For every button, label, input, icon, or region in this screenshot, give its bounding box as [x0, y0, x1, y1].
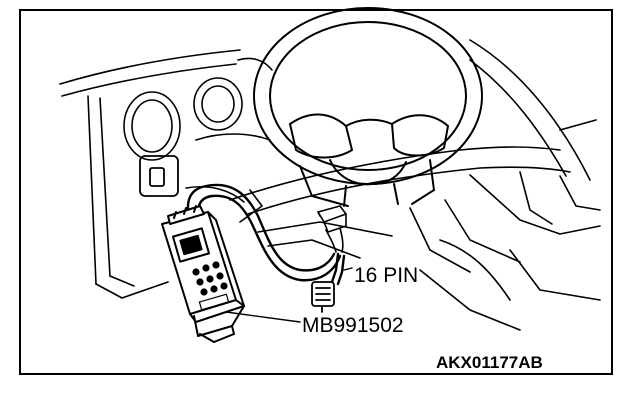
instrument-cluster: [123, 57, 273, 161]
leader-lines: [225, 267, 353, 323]
steering-wheel: [253, 7, 483, 207]
leader-16-pin: [343, 267, 353, 271]
dashboard: [59, 39, 601, 331]
dlc-16-pin-connector: [317, 205, 347, 253]
leader-mb991502: [225, 311, 301, 323]
dash-switch: [139, 155, 179, 197]
figure-id: AKX01177AB: [436, 353, 543, 372]
label-16-pin: 16 PIN: [354, 264, 418, 287]
label-mb991502: MB991502: [302, 314, 404, 337]
figure-frame: [19, 9, 613, 375]
connector-plug: [311, 281, 335, 313]
cable: [186, 183, 346, 286]
scan-tool-keypad: [192, 261, 230, 311]
